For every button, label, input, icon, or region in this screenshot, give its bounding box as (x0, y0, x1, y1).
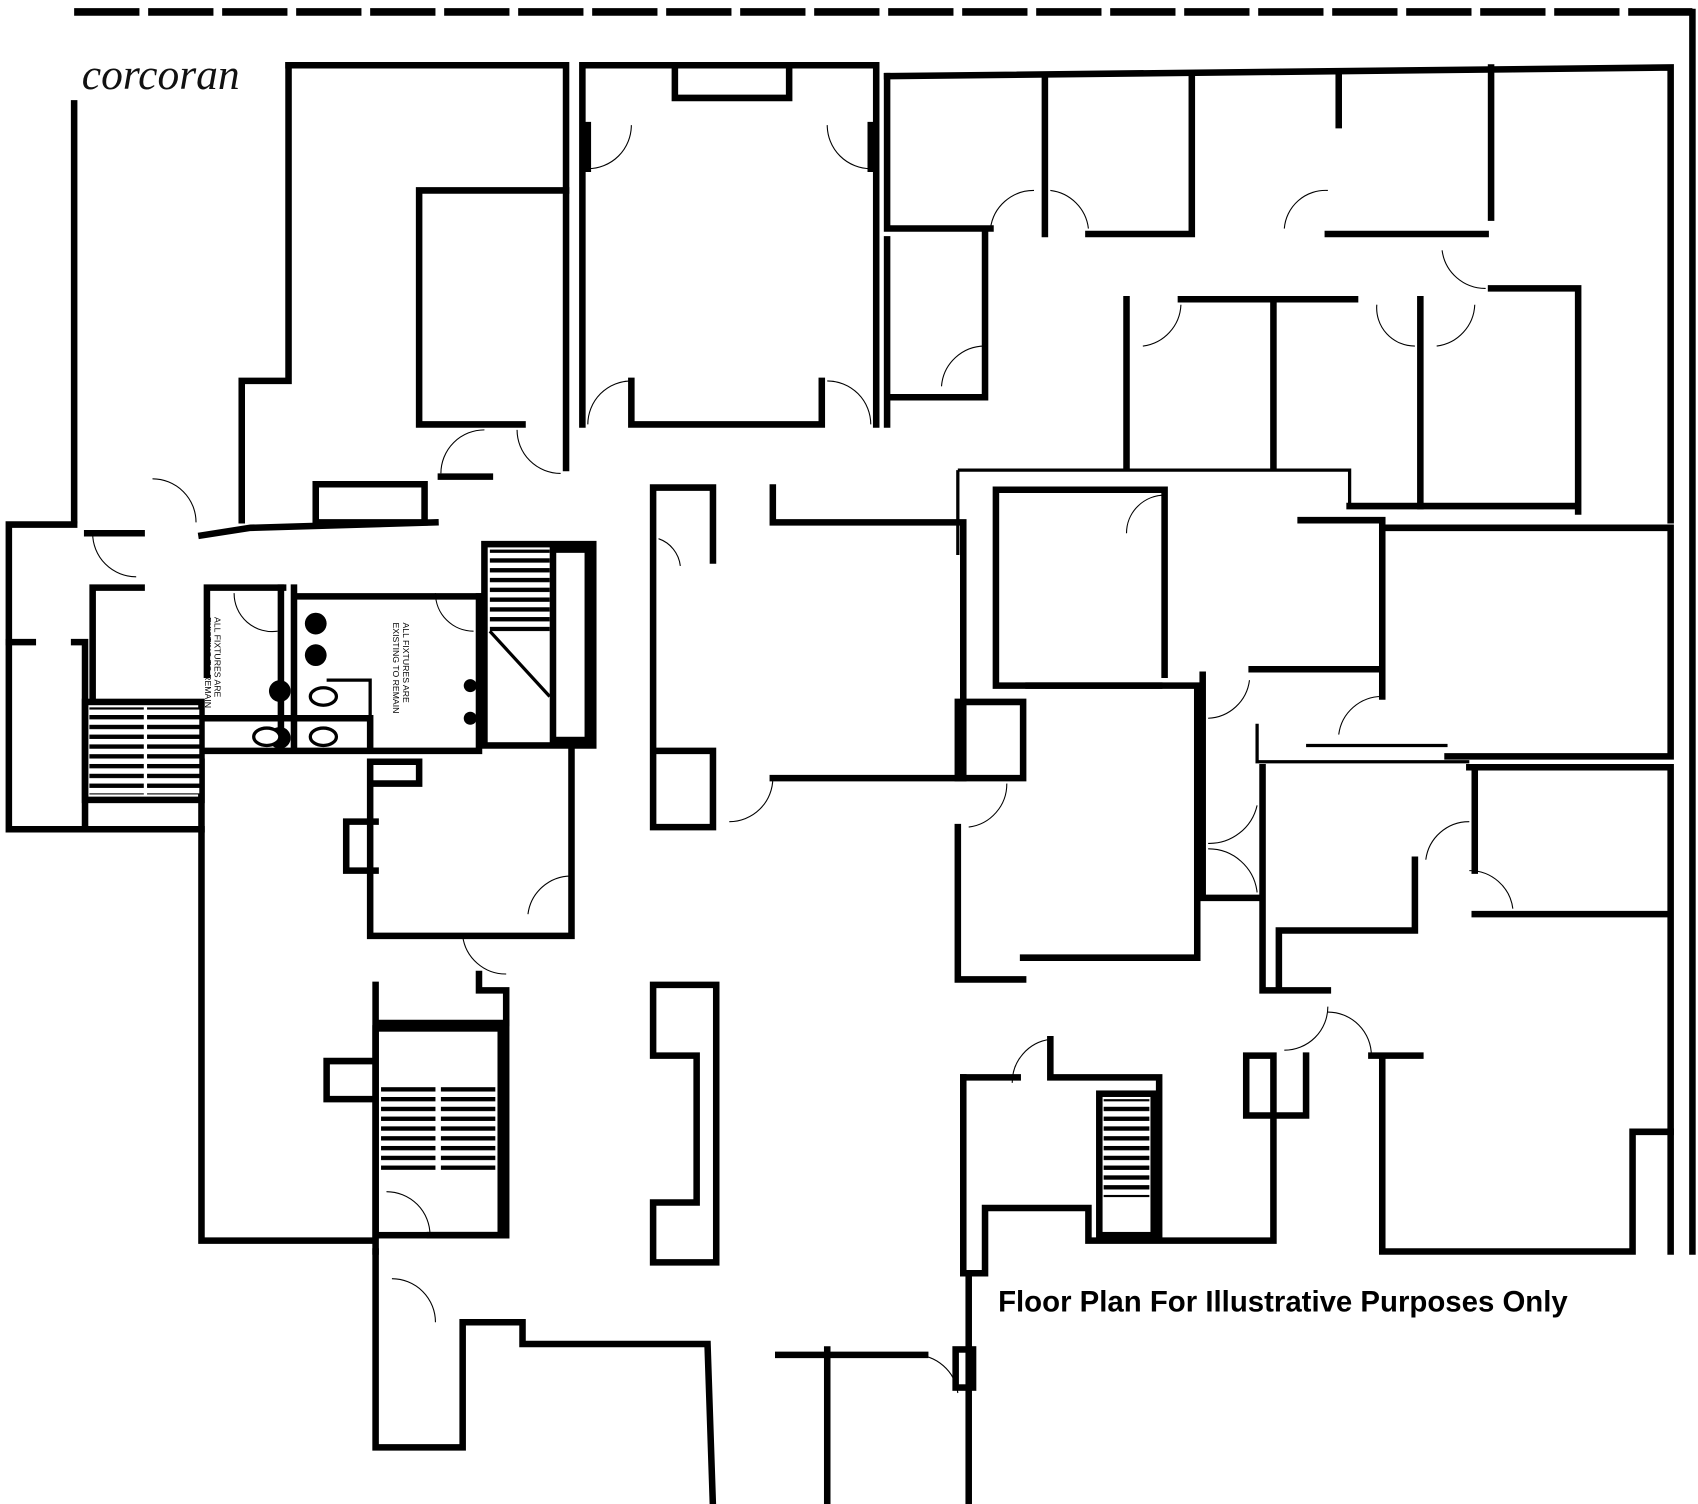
fixtures-note-line2: EXISTING TO REMAIN (203, 617, 213, 708)
interior-walls (5, 62, 1674, 1504)
corcoran-logo: corcoran (82, 51, 240, 99)
fixtures-note-line1: ALL FIXTURES ARE (401, 622, 411, 703)
stairs (81, 540, 1157, 1239)
exterior-walls (5, 8, 1696, 1255)
bathroom-fixtures (252, 612, 477, 749)
fixtures-note-left: ALL FIXTURES ARE EXISTING TO REMAIN (203, 617, 223, 708)
fixtures-note-right: ALL FIXTURES ARE EXISTING TO REMAIN (391, 622, 411, 713)
disclaimer-text: Floor Plan For Illustrative Purposes Onl… (998, 1285, 1568, 1318)
door-swings (92, 125, 1514, 1394)
fixtures-note-line2: EXISTING TO REMAIN (391, 622, 401, 713)
fixtures-note-line1: ALL FIXTURES ARE (213, 617, 223, 698)
